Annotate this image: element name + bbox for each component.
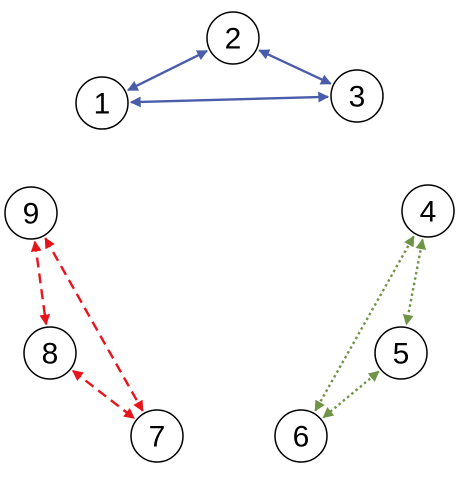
node-circle [23, 326, 77, 380]
node-circle [330, 69, 384, 123]
edge-1-2 [127, 49, 208, 92]
node-label: 5 [393, 338, 410, 371]
node-9: 9 [4, 186, 58, 240]
node-circle [75, 76, 129, 130]
node-5: 5 [374, 326, 428, 380]
node-2: 2 [206, 11, 260, 65]
edge-4-6 [314, 235, 415, 412]
node-label: 7 [149, 421, 166, 454]
edge-5-6 [322, 370, 380, 419]
node-circle [4, 186, 58, 240]
edge-4-5 [402, 238, 427, 326]
node-label: 6 [293, 421, 310, 454]
node-7: 7 [130, 409, 184, 463]
edge-2-3 [258, 49, 332, 85]
node-3: 3 [330, 69, 384, 123]
node-6: 6 [274, 409, 328, 463]
node-circle [206, 11, 260, 65]
node-4: 4 [401, 184, 455, 238]
node-circle [130, 409, 184, 463]
node-label: 8 [42, 338, 59, 371]
node-label: 2 [225, 23, 242, 56]
node-circle [401, 184, 455, 238]
node-circle [374, 326, 428, 380]
node-8: 8 [23, 326, 77, 380]
edges-layer [30, 49, 427, 420]
node-1: 1 [75, 76, 129, 130]
edge-9-7 [44, 237, 144, 412]
edge-9-8 [30, 240, 51, 326]
node-label: 4 [420, 196, 437, 229]
node-label: 3 [349, 81, 366, 114]
node-label: 1 [94, 88, 111, 121]
edge-8-7 [72, 369, 135, 420]
nodes-layer: 1 2 3 4 5 6 7 8 9 [4, 11, 455, 463]
node-circle [274, 409, 328, 463]
edge-1-3 [129, 91, 330, 108]
node-label: 9 [23, 198, 40, 231]
